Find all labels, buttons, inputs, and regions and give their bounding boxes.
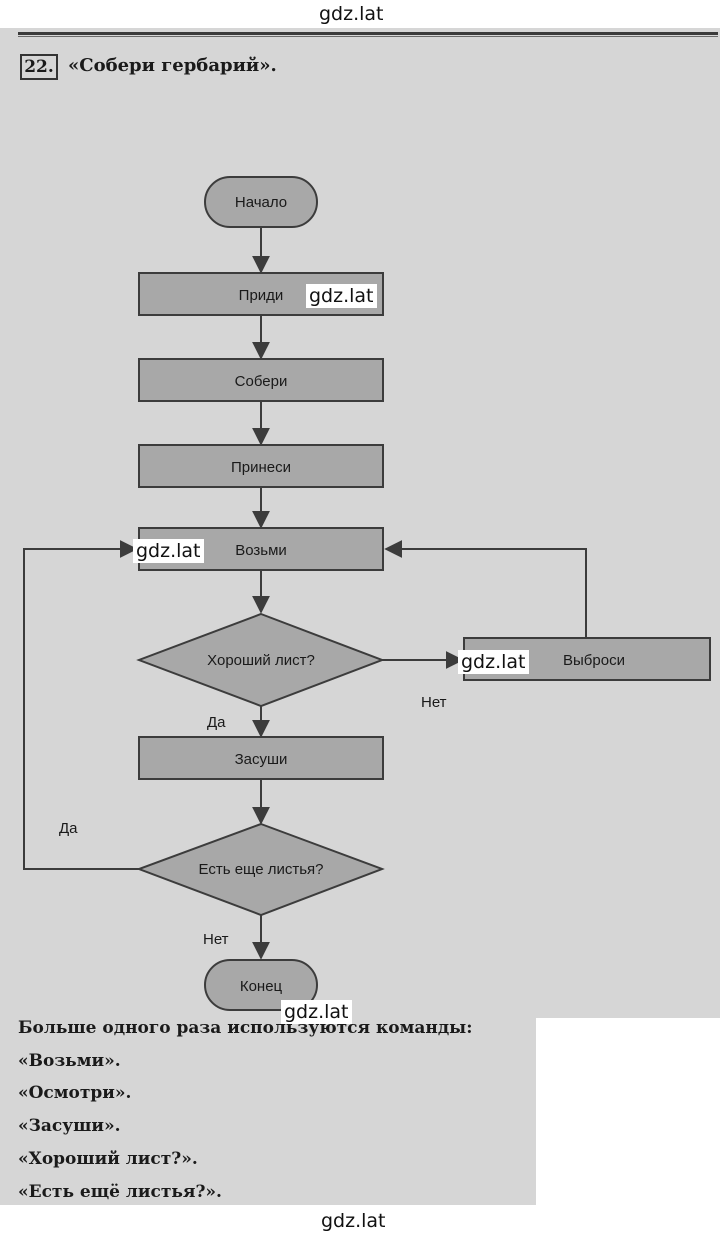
- come-label: Приди: [239, 287, 284, 304]
- edge-discard-take: [384, 540, 587, 638]
- dry-label: Засуши: [235, 751, 288, 768]
- edge-more-take-yes: [23, 540, 139, 870]
- answer-item: «Есть ещё листья?».: [18, 1182, 222, 1202]
- header-rule: [18, 32, 718, 35]
- watermark-bottom: gdz.lat: [318, 1209, 389, 1233]
- end-terminal: [204, 959, 318, 1011]
- edge-label-good-no: Нет: [421, 694, 447, 711]
- answer-heading: Больше одного раза используются команды:: [18, 1018, 473, 1038]
- start-terminal: [204, 176, 318, 228]
- process-come: [138, 272, 384, 316]
- edge-label-more-no: Нет: [203, 931, 229, 948]
- end-label: Конец: [240, 978, 283, 995]
- watermark-top: gdz.lat: [316, 2, 387, 26]
- process-dry: [138, 736, 384, 780]
- good-leaf-label: Хороший лист?: [207, 652, 315, 669]
- edge-label-good-yes: Да: [207, 714, 226, 731]
- collect-label: Собери: [235, 373, 288, 390]
- task-title: «Собери гербарий».: [68, 55, 277, 76]
- watermark: gdz.lat: [458, 650, 529, 674]
- task-number: 22.: [20, 54, 58, 80]
- take-label: Возьми: [235, 542, 287, 559]
- discard-label: Выброси: [563, 652, 625, 669]
- edge-label-more-yes: Да: [59, 820, 78, 837]
- more-leaves-label: Есть еще листья?: [199, 861, 324, 878]
- start-label: Начало: [235, 194, 287, 211]
- decision-more-leaves: [136, 822, 385, 917]
- answer-panel: [0, 1018, 536, 1205]
- watermark: gdz.lat: [281, 1000, 352, 1024]
- decision-good-leaf: [136, 612, 385, 708]
- answer-item: «Возьми».: [18, 1051, 121, 1071]
- bring-label: Принеси: [231, 459, 291, 476]
- watermark: gdz.lat: [133, 539, 204, 563]
- textbook-page: [0, 28, 720, 1018]
- header-rule-thin: [18, 36, 718, 37]
- process-collect: [138, 358, 384, 402]
- answer-item: «Осмотри».: [18, 1083, 132, 1103]
- watermark: gdz.lat: [306, 284, 377, 308]
- answer-item: «Засуши».: [18, 1116, 121, 1136]
- answer-item: «Хороший лист?».: [18, 1149, 198, 1169]
- process-bring: [138, 444, 384, 488]
